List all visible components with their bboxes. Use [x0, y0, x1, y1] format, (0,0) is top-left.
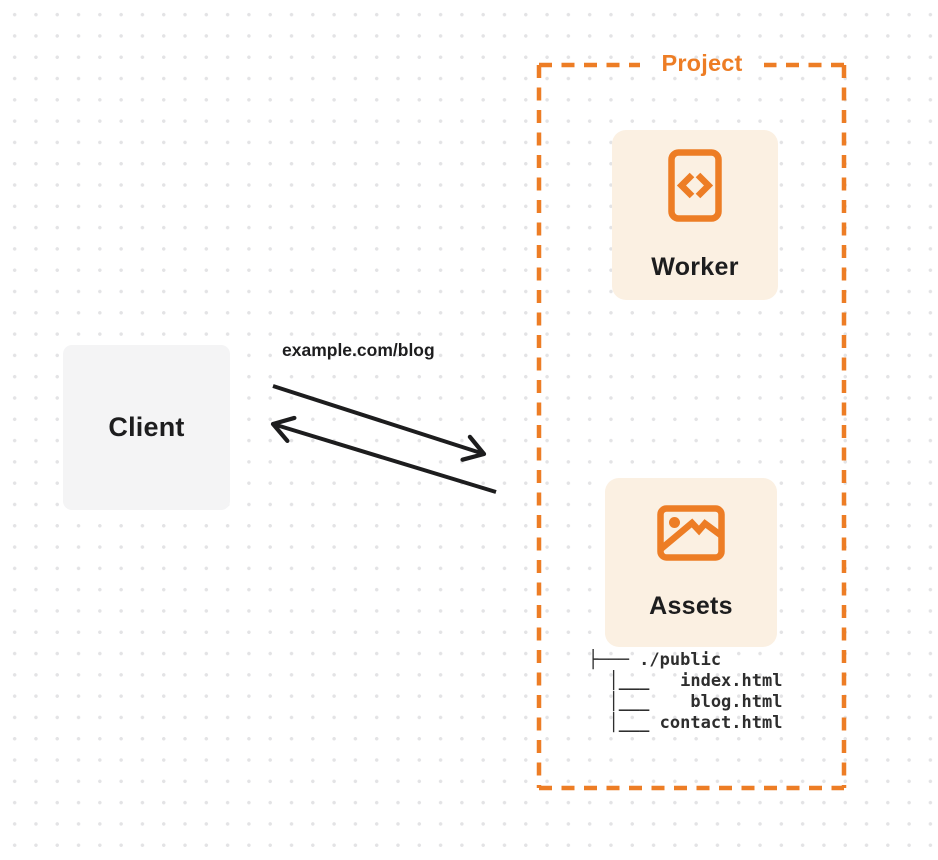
request-arrow [272, 384, 487, 462]
project-label: Project [661, 50, 743, 76]
worker-node: Worker [612, 130, 778, 300]
file-tree-line: ├─── ./public [588, 650, 722, 670]
file-tree-line: │___ contact.html [588, 713, 783, 733]
worker-label: Worker [651, 252, 739, 281]
file-tree-line: │___ blog.html [588, 692, 783, 712]
code-file-icon [668, 148, 722, 227]
file-tree-line: │___ index.html [588, 671, 783, 691]
image-icon [657, 504, 725, 566]
client-label: Client [108, 412, 185, 442]
client-node: Client [63, 345, 230, 510]
assets-label: Assets [649, 591, 733, 620]
assets-node: Assets [605, 478, 777, 647]
request-url-label: example.com/blog [282, 340, 435, 360]
assets-file-tree: ├─── ./public │___ index.html │___ blog.… [588, 650, 782, 734]
response-arrow [270, 415, 497, 494]
request-response-arrows [270, 384, 497, 494]
